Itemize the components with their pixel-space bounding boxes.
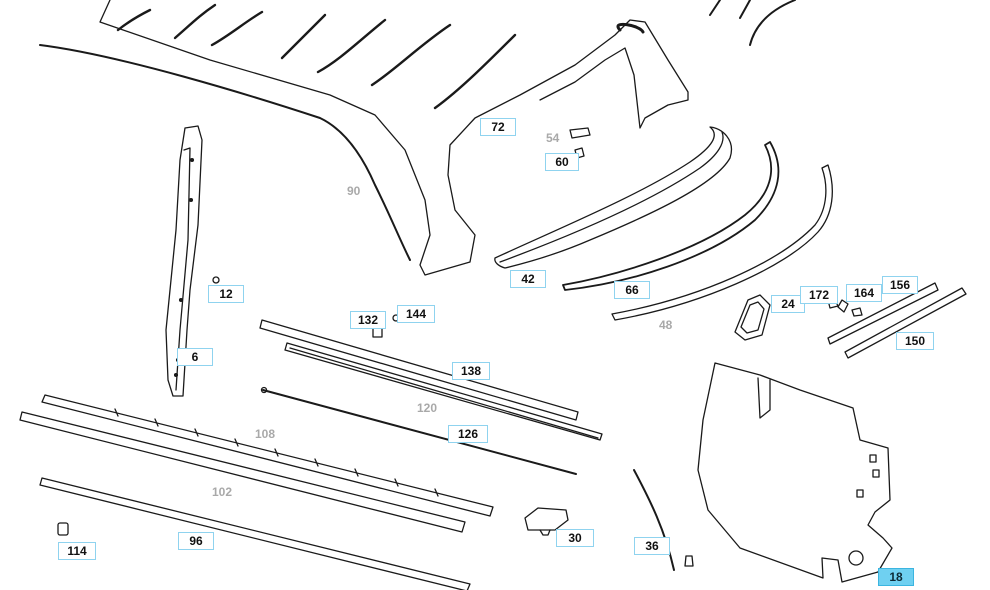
seal-strip-part xyxy=(611,164,833,321)
callout-114[interactable]: 114 xyxy=(58,542,96,560)
handle-part xyxy=(524,507,569,536)
clip-part xyxy=(57,522,69,536)
callout-66[interactable]: 66 xyxy=(614,281,650,299)
callout-72[interactable]: 72 xyxy=(480,118,516,136)
callout-144[interactable]: 144 xyxy=(397,305,435,323)
callout-96[interactable]: 96 xyxy=(178,532,214,550)
callout-12[interactable]: 12 xyxy=(208,285,244,303)
label-108: 108 xyxy=(255,427,276,441)
vent-window-part xyxy=(734,294,771,341)
soft-top-roof xyxy=(39,0,796,276)
label-102: 102 xyxy=(212,485,233,499)
callout-172[interactable]: 172 xyxy=(800,286,838,304)
clip-part xyxy=(684,555,694,567)
bracket-part xyxy=(569,127,591,139)
callout-150[interactable]: 150 xyxy=(896,332,934,350)
callout-30[interactable]: 30 xyxy=(556,529,594,547)
callout-126[interactable]: 126 xyxy=(448,425,488,443)
rail-part xyxy=(259,319,603,441)
label-48: 48 xyxy=(659,318,673,332)
callout-164[interactable]: 164 xyxy=(846,284,882,302)
rod-end xyxy=(260,386,268,394)
rod-part xyxy=(262,389,577,475)
side-strip-part xyxy=(19,394,494,590)
label-90: 90 xyxy=(347,184,361,198)
callout-36[interactable]: 36 xyxy=(634,537,670,555)
callout-24[interactable]: 24 xyxy=(771,295,805,313)
floor-panel-part xyxy=(697,362,893,583)
callout-156[interactable]: 156 xyxy=(882,276,918,294)
window-seal-part xyxy=(494,126,733,269)
callout-132[interactable]: 132 xyxy=(350,311,386,329)
seal-strip-part xyxy=(562,141,780,291)
strip-part xyxy=(633,469,675,571)
label-54: 54 xyxy=(546,131,560,145)
callout-6[interactable]: 6 xyxy=(177,348,213,366)
callout-18-selected[interactable]: 18 xyxy=(878,568,914,586)
label-120: 120 xyxy=(417,401,438,415)
clip-part xyxy=(212,276,220,284)
callout-42[interactable]: 42 xyxy=(510,270,546,288)
trim-strip-part xyxy=(827,282,967,359)
callout-138[interactable]: 138 xyxy=(452,362,490,380)
callout-60[interactable]: 60 xyxy=(545,153,579,171)
